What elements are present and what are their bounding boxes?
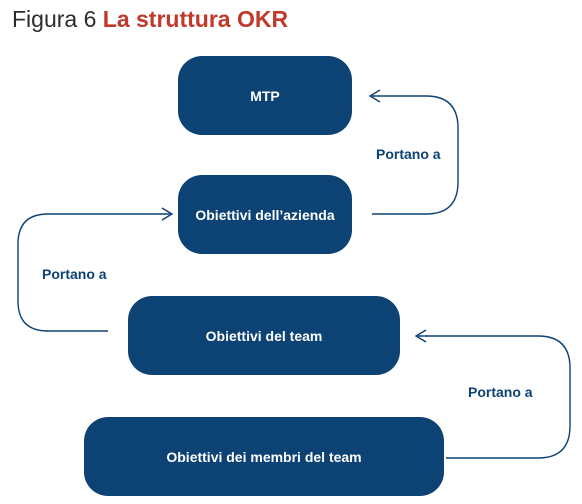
node-obiettivi-team: Obiettivi del team bbox=[128, 296, 400, 375]
node-obiettivi-membri: Obiettivi dei membri del team bbox=[84, 417, 444, 496]
figure-title: Figura 6 La struttura OKR bbox=[12, 4, 288, 34]
arrowhead-team bbox=[414, 329, 427, 343]
node-obiettivi-azienda: Obiettivi dell’azienda bbox=[178, 175, 352, 254]
connector-team-to-azienda bbox=[17, 213, 170, 332]
connector-azienda-to-mtp bbox=[372, 95, 459, 215]
node-mtp: MTP bbox=[178, 56, 352, 135]
connector-label-3: Portano a bbox=[468, 384, 533, 400]
arrowhead-azienda bbox=[161, 207, 174, 221]
figure-heading: La struttura OKR bbox=[102, 6, 289, 32]
connector-membri-to-team bbox=[418, 335, 571, 459]
arrowhead-mtp bbox=[368, 89, 381, 103]
connector-label-2: Portano a bbox=[42, 266, 107, 282]
figure-number: Figura 6 bbox=[12, 6, 97, 32]
connector-label-1: Portano a bbox=[376, 146, 441, 162]
